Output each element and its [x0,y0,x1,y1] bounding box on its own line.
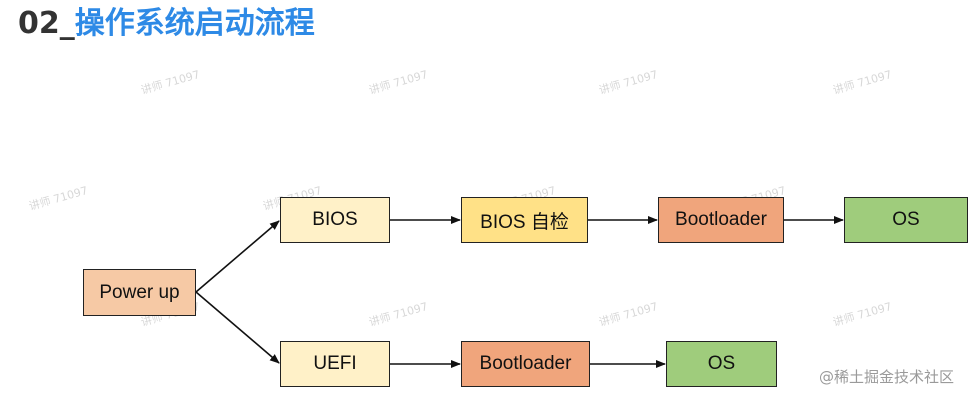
node-uefi: UEFI [280,341,390,387]
section-number: 02_ [18,6,75,41]
node-bootloader-bottom: Bootloader [461,341,590,387]
node-os-bottom: OS [666,341,777,387]
node-bios: BIOS [280,197,390,243]
node-bios-self-check: BIOS 自检 [461,197,588,243]
node-bootloader-top: Bootloader [658,197,784,243]
node-power-up: Power up [83,269,196,316]
arrow-power-to-uefi [195,291,280,364]
page-title: 02_操作系统启动流程 [18,4,315,44]
arrow-power-to-bios [195,220,280,293]
source-credit: @稀土掘金技术社区 [818,368,954,386]
node-os-top: OS [844,197,968,243]
section-title: 操作系统启动流程 [74,6,315,41]
